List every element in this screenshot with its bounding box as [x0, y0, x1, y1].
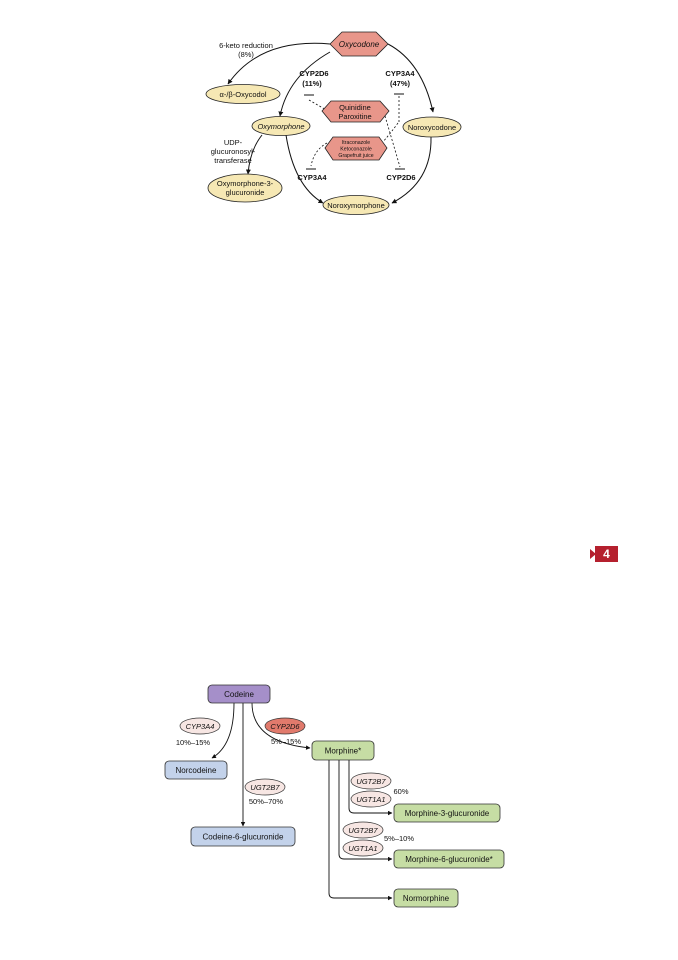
section-number-badge: 4 [590, 546, 618, 562]
normorphine-label: Normorphine [403, 894, 450, 903]
arrow-codeine-to-norcodeine [211, 702, 235, 759]
noroxymorphone-label: Noroxymorphone [327, 201, 385, 210]
cyp2d6-top-label: CYP2D6 [299, 69, 328, 78]
quinidine-paroxitine-node [321, 100, 390, 123]
m3g-label: Morphine-3-glucuronide [405, 809, 490, 818]
oxymorphone-glucuronide-label-line1: Oxymorphone-3- [217, 179, 274, 188]
oxycodol-label: α-/β-Oxycodol [220, 90, 267, 99]
oxymorphone-label: Oxymorphone [257, 122, 304, 131]
m6g-label: Morphine-6-glucuronide* [405, 855, 493, 864]
keto-reduction-label: 6-keto reduction [219, 41, 273, 50]
keto-reduction-percent: (8%) [238, 50, 254, 59]
arrow-morphine-to-normorphine [328, 760, 393, 901]
m6g-percent: 5%–10% [384, 834, 414, 843]
ugt2b7-m6g-label: UGT2B7 [348, 826, 378, 835]
cyp2d6-label: CYP2D6 [270, 722, 300, 731]
cyp3a4-oval [179, 717, 221, 735]
quinidine-label: Quinidine [339, 103, 371, 112]
grapefruit-juice-label: Grapefruit juice [338, 153, 373, 159]
cyp2d6-bottom-label: CYP2D6 [386, 173, 415, 182]
arrow-codeine-to-morphine [251, 702, 311, 750]
ugt-label-line2: glucuronosyl- [211, 147, 256, 156]
ugt1a1-oval-m3g [350, 790, 392, 808]
m3g-percent: 60% [393, 787, 408, 796]
arrow-oxymorphone-to-noroxymorphone [285, 134, 324, 204]
m6g-node [393, 849, 505, 869]
cyp2d6-top-percent: (11%) [302, 79, 322, 88]
cyp3a4-top-percent: (47%) [390, 79, 411, 88]
oxycodone-label: Oxycodone [339, 40, 380, 49]
ugt-label-line3: transferase [214, 156, 252, 165]
ugt1a1-m3g-label: UGT1A1 [356, 795, 385, 804]
cyp3a4-percent: 10%–15% [176, 738, 211, 747]
norcodeine-node [164, 760, 228, 780]
oxymorphone-glucuronide-node [207, 173, 283, 203]
oxycodone-metabolism-diagram: Oxycodone α-/β-Oxycodol 6-keto reduction… [205, 31, 462, 215]
ugt2b7-oval-m3g [350, 772, 392, 790]
codeine-node [207, 684, 271, 704]
morphine-node [311, 740, 375, 761]
morphine-label: Morphine* [325, 747, 361, 756]
cyp2d6-oval [264, 717, 306, 735]
ugt2b7-codeine-label: UGT2B7 [250, 783, 280, 792]
oxymorphone-node [251, 116, 311, 136]
cyp3a4-label: CYP3A4 [186, 722, 215, 731]
oxycodol-node [205, 84, 281, 104]
arrow-oxycodone-to-noroxycodone [387, 43, 435, 113]
ugt2b7-oval-m6g [342, 821, 384, 839]
ugt1a1-m6g-label: UGT1A1 [348, 844, 377, 853]
noroxymorphone-node [322, 195, 390, 215]
arrow-oxymorphone-to-glucuronide [245, 134, 263, 175]
arrow-oxycodone-to-oxycodol [227, 42, 331, 85]
m3g-node [393, 803, 501, 823]
ugt-label-line1: UDP- [224, 138, 243, 147]
codeine-label: Codeine [224, 690, 254, 699]
arrow-morphine-to-m3g [348, 760, 393, 816]
ugt2b7-codeine-percent: 50%–70% [249, 797, 284, 806]
ugt1a1-oval-m6g [342, 839, 384, 857]
cyp3a4-top-label: CYP3A4 [385, 69, 415, 78]
codeine-glucuronide-label: Codeine-6-glucuronide [203, 833, 284, 842]
inhibition-line-azole-cyp3a4-bottom [310, 142, 328, 167]
arrow-morphine-to-m6g [338, 760, 393, 862]
arrow-oxycodone-to-oxymorphone [278, 51, 331, 117]
noroxycodone-label: Noroxycodone [408, 123, 456, 132]
codeine-metabolism-diagram: Codeine CYP3A4 10%–15% CYP2D6 5%–15% Nor… [164, 684, 505, 908]
arrow-noroxycodone-to-noroxymorphone [391, 136, 432, 204]
azole-grapefruit-node [324, 136, 388, 161]
codeine-glucuronide-node [190, 826, 296, 847]
badge-pointer-icon [590, 549, 596, 559]
oxycodone-node [329, 31, 389, 57]
inhibition-line-quinidine-cyp2d6-bottom [384, 115, 401, 168]
ketoconazole-label: Ketoconazole [340, 147, 372, 153]
normorphine-node [393, 888, 459, 908]
paroxitine-label: Paroxitine [338, 112, 371, 121]
norcodeine-label: Norcodeine [176, 766, 217, 775]
itraconazole-label: Itraconazole [342, 140, 370, 146]
cyp2d6-percent: 5%–15% [271, 737, 301, 746]
ugt2b7-oval-codeine [244, 778, 286, 796]
badge-number: 4 [595, 546, 618, 562]
cyp3a4-bottom-label: CYP3A4 [297, 173, 327, 182]
ugt2b7-m3g-label: UGT2B7 [356, 777, 386, 786]
noroxycodone-node [402, 116, 462, 138]
oxymorphone-glucuronide-label-line2: glucuronide [226, 188, 265, 197]
